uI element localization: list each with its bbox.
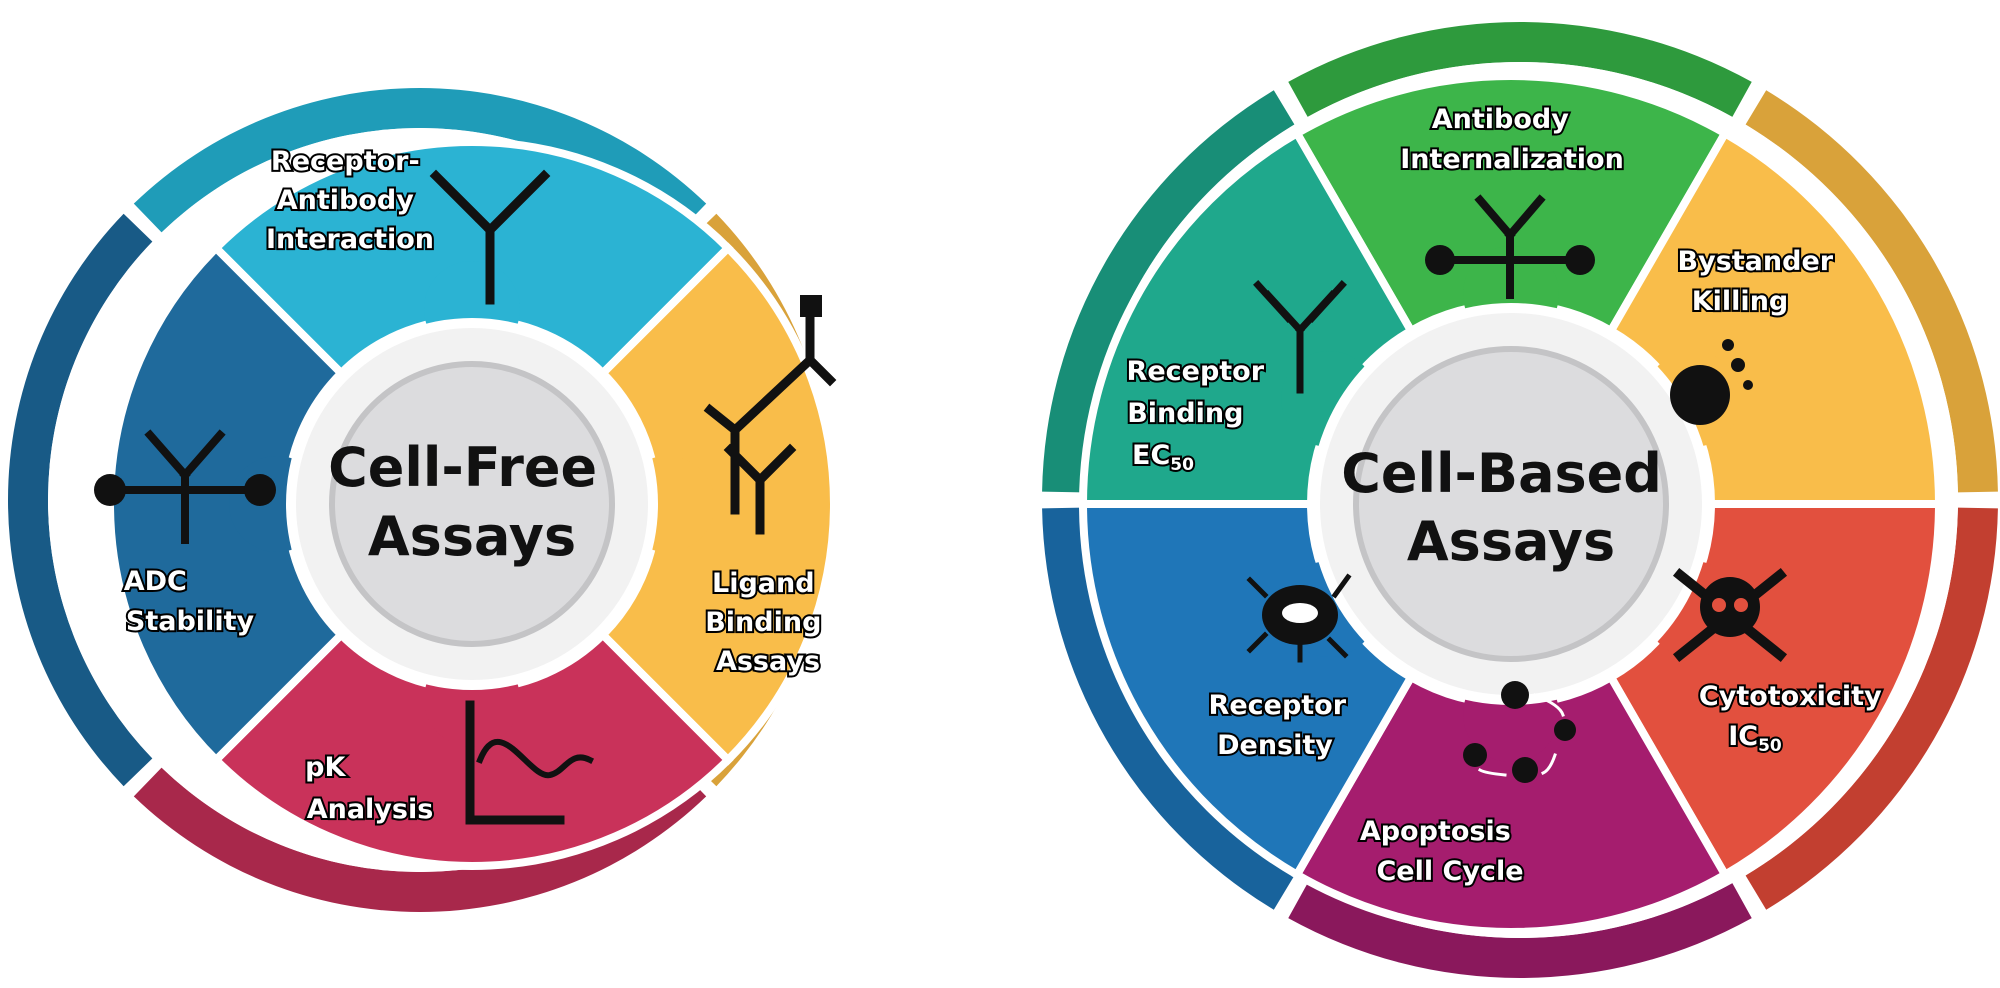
- label-adc-stability: ADC Stability: [124, 566, 255, 637]
- cell-cycle-icon: [1463, 681, 1576, 783]
- pk-curve-icon: [465, 700, 595, 825]
- label-apoptosis-cell-cycle: Apoptosis Cell Cycle: [1360, 816, 1524, 887]
- cell-free-wheel: [7, 88, 838, 912]
- antibody-icon: [1253, 280, 1347, 394]
- cell-receptor-icon: [1246, 573, 1352, 663]
- outer-ring-segment: [1288, 22, 1752, 117]
- label-cytotoxicity-ic50: Cytotoxicity IC50: [1699, 681, 1891, 756]
- center-circle: [329, 361, 615, 647]
- label-antibody-internalization: Antibody Internalization: [1400, 104, 1624, 175]
- label-pk-analysis: pK Analysis: [305, 752, 433, 825]
- outer-ring-segment: [133, 88, 707, 233]
- label-bystander-killing: Bystander Killing: [1678, 246, 1843, 317]
- outer-ring-segment: [1745, 507, 1998, 910]
- antibody-icon: [429, 169, 551, 305]
- outer-ring-segment: [1042, 507, 1295, 910]
- adc-antibody-icon: [1425, 194, 1595, 299]
- skull-crossbones-icon: [1672, 567, 1788, 663]
- adc-antibody-icon: [94, 429, 276, 544]
- outer-ring-segment: [1288, 883, 1752, 979]
- label-ligand-binding-assays: Ligand Binding Assays: [705, 568, 831, 677]
- outer-ring-segment: [133, 767, 707, 912]
- label-receptor-binding-ec50: Receptor Binding EC50: [1127, 356, 1274, 475]
- outer-ring-segment: [7, 213, 153, 787]
- cell-based-wheel: [1042, 22, 1998, 979]
- center-title-cell-free: Cell-Free Assays: [328, 436, 616, 568]
- exploding-cell-icon: [1670, 339, 1753, 425]
- ligand-binding-icon: [703, 295, 837, 535]
- center-circle: [1353, 346, 1669, 662]
- outer-ring-segment: [1745, 90, 1998, 493]
- outer-ring-segment: [1042, 90, 1295, 493]
- label-receptor-antibody-interaction: Receptor- Antibody Interaction: [266, 146, 434, 255]
- center-title-cell-based: Cell-Based Assays: [1341, 442, 1681, 573]
- label-receptor-density: Receptor Density: [1209, 690, 1356, 761]
